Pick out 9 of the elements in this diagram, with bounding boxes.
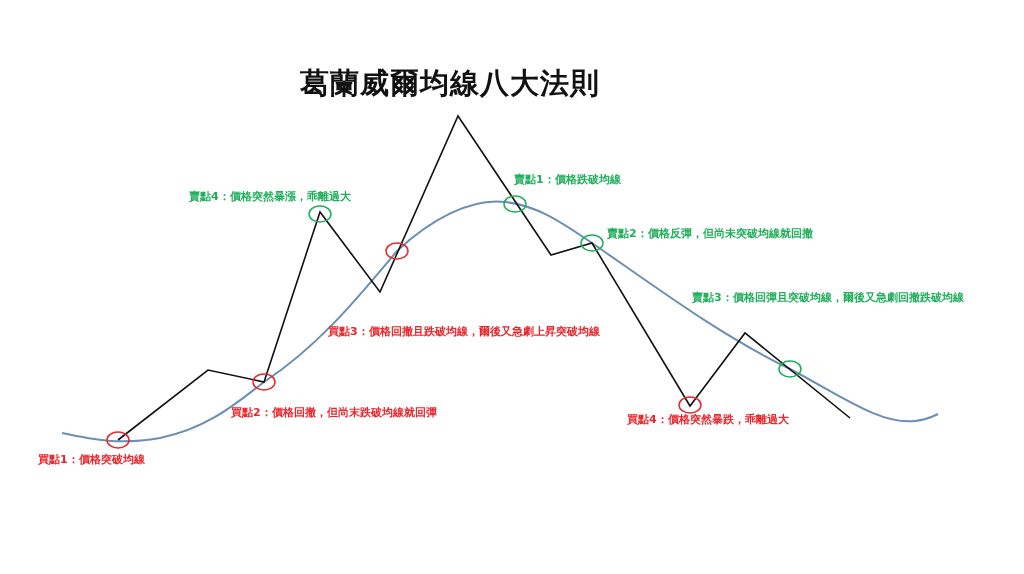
annotation-text: 買點2：價格回撤，但尚末跌破均線就回彈 bbox=[231, 406, 437, 420]
annotation-text: 賣點3：價格回彈且突破均線，爾後又急劇回撤跌破均線 bbox=[692, 291, 964, 305]
annotation-text: 賣點2：價格反彈，但尚未突破均線就回撤 bbox=[607, 227, 813, 241]
annotation-text: 買點3：價格回撤且跌破均線，爾後又急劇上昇突破均線 bbox=[328, 325, 600, 339]
annotation-text: 買點1：價格突破均線 bbox=[38, 453, 145, 467]
annotation-text: 賣點4：價格突然暴漲，乖離過大 bbox=[189, 190, 351, 204]
annotation-text: 買點4：價格突然暴跌，乖離過大 bbox=[627, 413, 789, 427]
title: 葛蘭威爾均線八大法則 bbox=[300, 65, 600, 102]
annotation-text: 賣點1：價格跌破均線 bbox=[514, 173, 621, 187]
